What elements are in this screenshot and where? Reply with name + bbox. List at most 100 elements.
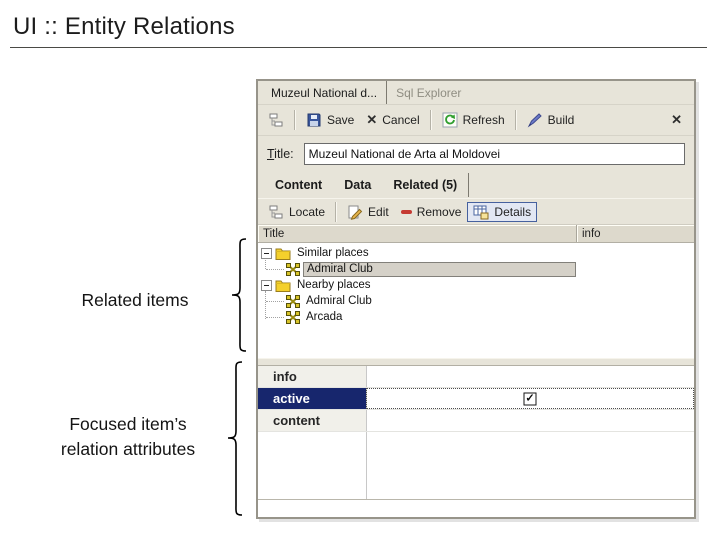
save-button[interactable]: Save xyxy=(300,109,360,131)
toolbar-separator xyxy=(335,201,338,222)
tree-guide xyxy=(265,291,266,319)
refresh-button[interactable]: Refresh xyxy=(436,109,511,131)
relation-attributes-grid: info active ✓ content xyxy=(258,365,694,499)
related-items-tree: Similar places Admiral Club xyxy=(258,243,694,358)
relation-icon xyxy=(286,294,300,308)
doc-tab-muzeul[interactable]: Muzeul National d... xyxy=(262,81,388,104)
status-bar xyxy=(258,499,694,517)
tab-label: Related (5) xyxy=(393,178,458,192)
attribute-name[interactable]: active xyxy=(258,388,366,409)
entity-editor-window: Muzeul National d... Sql Explorer xyxy=(256,79,696,519)
collapse-icon[interactable] xyxy=(261,279,272,291)
attribute-name[interactable]: info xyxy=(258,366,366,387)
close-button[interactable]: ✕ xyxy=(663,110,690,130)
tree-node-nearby-places[interactable]: Nearby places xyxy=(258,277,694,293)
tree-node-label[interactable]: Similar places xyxy=(297,247,369,259)
details-icon xyxy=(473,205,489,219)
cancel-icon: ✕ xyxy=(366,112,378,127)
attribute-value[interactable] xyxy=(366,410,694,431)
remove-label: Remove xyxy=(416,204,462,219)
hierarchy-button[interactable] xyxy=(262,109,290,131)
list-column-headers: Title info xyxy=(258,225,694,243)
checkbox-checked[interactable]: ✓ xyxy=(523,392,537,405)
doc-tab-label: Sql Explorer xyxy=(396,85,462,100)
check-icon: ✓ xyxy=(525,392,535,404)
refresh-label: Refresh xyxy=(462,113,505,127)
tree-node-arcada[interactable]: Arcada xyxy=(258,309,694,325)
tab-label: Content xyxy=(275,178,323,192)
collapse-icon[interactable] xyxy=(261,247,272,259)
build-button[interactable]: Build xyxy=(521,109,581,131)
tree-node-label[interactable]: Admiral Club xyxy=(303,261,576,277)
attribute-row-active[interactable]: active ✓ xyxy=(258,388,694,410)
title-field-row: Title: xyxy=(258,136,694,172)
attribute-row-content[interactable]: content xyxy=(258,410,694,432)
tab-related[interactable]: Related (5) xyxy=(382,173,470,197)
cancel-button[interactable]: ✕ Cancel xyxy=(360,109,425,131)
doc-tab-sql-explorer[interactable]: Sql Explorer xyxy=(387,81,470,104)
doc-tab-label: Muzeul National d... xyxy=(271,85,378,100)
title-input[interactable] xyxy=(303,143,685,165)
tree-guide xyxy=(266,268,284,270)
annotation-line-2: relation attributes xyxy=(60,439,196,459)
relation-icon xyxy=(286,262,300,276)
column-header-info[interactable]: info xyxy=(577,225,694,242)
save-label: Save xyxy=(327,113,355,127)
toolbar-separator xyxy=(294,110,296,130)
toolbar-separator xyxy=(429,110,432,130)
brace-focused-attributes xyxy=(227,361,243,516)
tab-data[interactable]: Data xyxy=(333,173,382,197)
details-label: Details xyxy=(494,204,532,219)
tree-guide xyxy=(265,258,266,269)
build-label: Build xyxy=(547,113,575,127)
edit-button[interactable]: Edit xyxy=(341,202,395,222)
brace-related-items xyxy=(231,238,247,352)
build-icon xyxy=(527,113,542,128)
tree-node-label[interactable]: Arcada xyxy=(306,311,343,323)
edit-icon xyxy=(348,205,363,220)
title-label-rest: itle: xyxy=(274,147,294,161)
tab-content[interactable]: Content xyxy=(264,173,333,197)
title-field-label: Title: xyxy=(267,147,294,161)
attribute-name[interactable]: content xyxy=(258,410,366,431)
locate-label: Locate xyxy=(289,204,326,219)
tree-node-similar-places[interactable]: Similar places xyxy=(258,245,694,261)
document-tab-bar: Muzeul National d... Sql Explorer xyxy=(258,81,694,105)
grid-column-divider xyxy=(366,366,367,499)
title-label-accelerator: T xyxy=(267,147,275,161)
cancel-label: Cancel xyxy=(382,113,420,127)
remove-button[interactable]: Remove xyxy=(395,203,468,221)
attribute-value[interactable] xyxy=(366,366,694,387)
details-button[interactable]: Details xyxy=(467,201,538,222)
toolbar-separator xyxy=(514,110,517,130)
save-icon xyxy=(307,113,321,127)
remove-icon xyxy=(400,209,412,214)
refresh-icon xyxy=(442,112,458,128)
panel-splitter[interactable] xyxy=(258,358,694,365)
attribute-value[interactable]: ✓ xyxy=(366,388,694,409)
locate-icon xyxy=(269,205,283,218)
attribute-row-info[interactable]: info xyxy=(258,366,694,388)
folder-icon xyxy=(275,248,291,260)
tree-node-admiral-club-selected[interactable]: Admiral Club xyxy=(258,261,694,277)
section-tab-bar: Content Data Related (5) xyxy=(258,172,694,198)
relation-icon xyxy=(286,310,300,324)
annotation-line-1: Focused item’s xyxy=(69,414,187,434)
annotation-related-items: Related items xyxy=(81,290,189,310)
column-header-title[interactable]: Title xyxy=(258,225,577,242)
annotation-focused-attributes: Focused item’s relation attributes xyxy=(38,412,218,462)
page-title: UI :: Entity Relations xyxy=(13,13,235,40)
tree-guide xyxy=(266,300,284,302)
tree-node-label[interactable]: Admiral Club xyxy=(306,295,372,307)
tree-guide xyxy=(266,316,284,318)
close-icon: ✕ xyxy=(671,112,682,127)
relations-toolbar: Locate Edit Remove Details xyxy=(258,198,694,225)
locate-button[interactable]: Locate xyxy=(262,202,331,222)
main-toolbar: Save ✕ Cancel Refresh xyxy=(258,105,694,136)
hierarchy-icon xyxy=(269,113,283,127)
edit-label: Edit xyxy=(368,204,389,219)
tree-node-label[interactable]: Nearby places xyxy=(297,279,371,291)
title-divider xyxy=(10,47,707,48)
tree-node-admiral-club[interactable]: Admiral Club xyxy=(258,293,694,309)
